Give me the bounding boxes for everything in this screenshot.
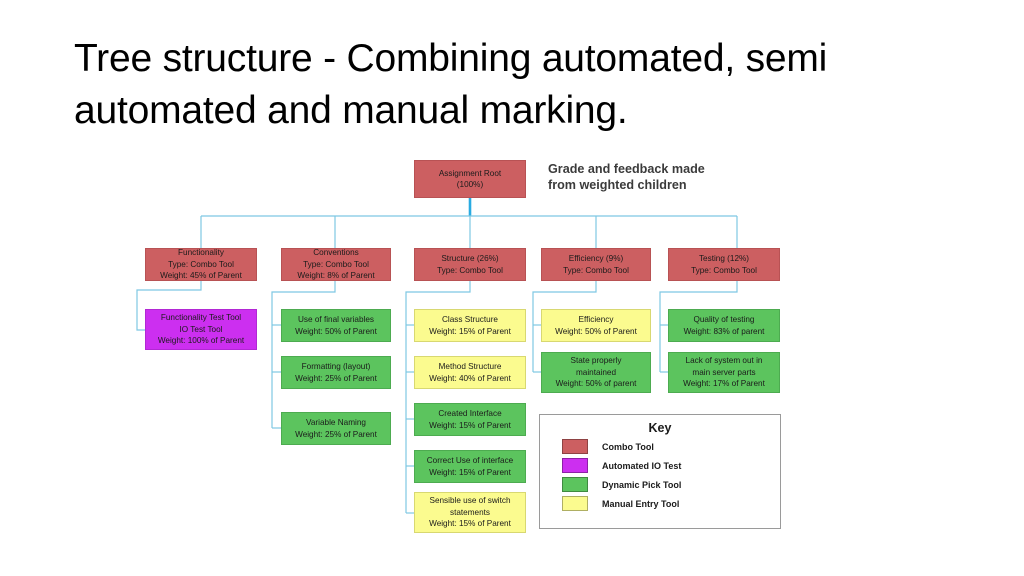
annotation-line: Grade and feedback made	[548, 162, 705, 176]
node-line: Formatting (layout)	[301, 362, 371, 372]
node-line: Weight: 15% of Parent	[429, 420, 511, 430]
node-line: Weight: 15% of Parent	[429, 519, 511, 529]
node-line: Type: Combo Tool	[303, 259, 369, 269]
node-line: Testing (12%)	[698, 254, 750, 264]
node-line: Structure (26%)	[441, 254, 499, 264]
node-line: Weight: 15% of Parent	[429, 467, 511, 477]
node-line: Weight: 50% of parent	[555, 379, 637, 389]
key-label: Dynamic Pick Tool	[602, 479, 682, 490]
node-line: Efficiency	[578, 315, 614, 325]
key-label: Manual Entry Tool	[602, 498, 680, 509]
node-method-structure[interactable]: Method Structure Weight: 40% of Parent	[414, 356, 526, 389]
node-line: Assignment Root	[438, 168, 502, 178]
annotation-line: from weighted children	[548, 178, 687, 192]
node-quality-of-testing[interactable]: Quality of testing Weight: 83% of parent	[668, 309, 780, 342]
key-label: Automated IO Test	[602, 460, 682, 471]
key-item-combo-tool: Combo Tool	[562, 439, 780, 454]
node-line: Weight: 17% of Parent	[683, 379, 765, 389]
node-line: Weight: 45% of Parent	[160, 271, 242, 281]
node-line: Weight: 100% of Parent	[157, 336, 245, 346]
node-line: Type: Combo Tool	[563, 265, 629, 275]
node-line: Weight: 83% of parent	[683, 326, 765, 336]
node-line: Weight: 25% of Parent	[295, 429, 377, 439]
node-line: Weight: 15% of Parent	[429, 326, 511, 336]
node-line: Method Structure	[438, 362, 502, 372]
node-line: Conventions	[313, 248, 359, 258]
node-class-structure[interactable]: Class Structure Weight: 15% of Parent	[414, 309, 526, 342]
slide-title: Tree structure - Combining automated, se…	[74, 37, 828, 132]
node-variable-naming[interactable]: Variable Naming Weight: 25% of Parent	[281, 412, 391, 445]
node-assignment-root[interactable]: Assignment Root (100%)	[414, 160, 526, 198]
key-swatch-manual-entry-tool	[562, 496, 588, 511]
node-line: Weight: 8% of Parent	[297, 271, 375, 281]
key-swatch-combo-tool	[562, 439, 588, 454]
key-item-dynamic-pick-tool: Dynamic Pick Tool	[562, 477, 780, 492]
key-swatch-dynamic-pick-tool	[562, 477, 588, 492]
node-line: Functionality	[178, 248, 224, 258]
node-line: Type: Combo Tool	[168, 259, 234, 269]
node-line: IO Test Tool	[179, 324, 223, 334]
node-line: Weight: 50% of Parent	[555, 326, 637, 336]
node-line: Variable Naming	[306, 418, 366, 428]
key-item-automated-io-test: Automated IO Test	[562, 458, 780, 473]
node-line: Type: Combo Tool	[437, 265, 503, 275]
node-line: maintained	[575, 367, 617, 377]
node-line: Lack of system out in	[685, 356, 763, 366]
node-lack-of-system-out[interactable]: Lack of system out in main server parts …	[668, 352, 780, 393]
node-correct-use-of-interface[interactable]: Correct Use of interface Weight: 15% of …	[414, 450, 526, 483]
node-line: (100%)	[456, 180, 484, 189]
node-line: State properly	[570, 356, 622, 366]
root-annotation: Grade and feedback made from weighted ch…	[548, 161, 793, 193]
node-line: Class Structure	[442, 315, 498, 325]
node-line: Weight: 50% of Parent	[295, 326, 377, 336]
key-title: Key	[648, 421, 672, 435]
node-line: Functionality Test Tool	[160, 313, 242, 323]
node-line: statements	[449, 507, 491, 517]
node-sensible-use-of-switch-statements[interactable]: Sensible use of switch statements Weight…	[414, 492, 526, 533]
node-use-of-final-variables[interactable]: Use of final variables Weight: 50% of Pa…	[281, 309, 391, 342]
node-line: Weight: 40% of Parent	[429, 373, 511, 383]
node-line: Use of final variables	[298, 315, 374, 325]
node-line: Quality of testing	[693, 315, 755, 325]
node-line: Sensible use of switch	[429, 496, 511, 506]
node-conventions[interactable]: Conventions Type: Combo Tool Weight: 8% …	[281, 248, 391, 281]
key-item-manual-entry-tool: Manual Entry Tool	[562, 496, 780, 511]
node-functionality-test-tool[interactable]: Functionality Test Tool IO Test Tool Wei…	[145, 309, 257, 350]
node-line: Created Interface	[438, 409, 502, 419]
node-line: Weight: 25% of Parent	[295, 373, 377, 383]
node-state-properly-maintained[interactable]: State properly maintained Weight: 50% of…	[541, 352, 651, 393]
key-label: Combo Tool	[602, 441, 654, 452]
node-line: Type: Combo Tool	[691, 265, 757, 275]
node-efficiency[interactable]: Efficiency (9%) Type: Combo Tool	[541, 248, 651, 281]
key-legend: Key Combo Tool Automated IO Test Dynamic…	[539, 414, 781, 529]
key-swatch-automated-io-test	[562, 458, 588, 473]
node-structure[interactable]: Structure (26%) Type: Combo Tool	[414, 248, 526, 281]
node-functionality[interactable]: Functionality Type: Combo Tool Weight: 4…	[145, 248, 257, 281]
node-testing[interactable]: Testing (12%) Type: Combo Tool	[668, 248, 780, 281]
node-efficiency-metric[interactable]: Efficiency Weight: 50% of Parent	[541, 309, 651, 342]
node-line: Correct Use of interface	[426, 456, 514, 466]
node-line: Efficiency (9%)	[568, 254, 624, 264]
node-formatting-layout[interactable]: Formatting (layout) Weight: 25% of Paren…	[281, 356, 391, 389]
node-line: main server parts	[692, 367, 756, 377]
node-created-interface[interactable]: Created Interface Weight: 15% of Parent	[414, 403, 526, 436]
